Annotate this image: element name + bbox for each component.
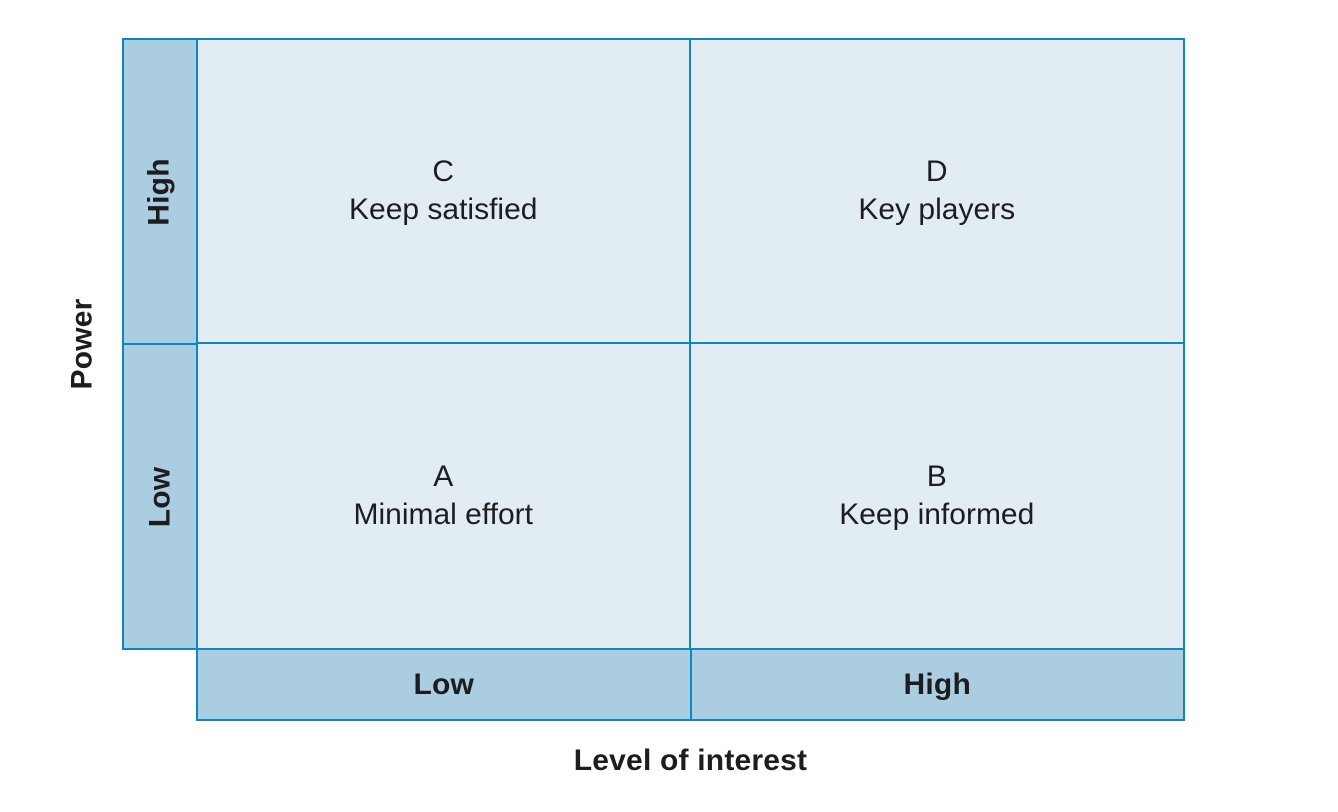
x-axis-label-high: High (903, 667, 971, 701)
quadrant-letter-d: D (925, 155, 948, 188)
x-axis-label-low: Low (198, 650, 692, 719)
quadrant-label-minimal-effort: Minimal effort (353, 498, 533, 531)
x-axis-band: Low High (196, 648, 1185, 721)
quadrant-key-players: D Key players (690, 40, 1183, 344)
y-axis-cell-low: Low (124, 345, 196, 648)
y-axis-title-container: Power (56, 38, 110, 650)
quadrant-keep-informed: B Keep informed (691, 344, 1184, 648)
x-axis-title: Level of interest (573, 744, 808, 777)
y-axis-cell-high: High (124, 40, 196, 345)
quadrant-letter-b: B (926, 460, 947, 493)
quadrant-label-keep-satisfied: Keep satisfied (349, 193, 538, 226)
quadrant-label-keep-informed: Keep informed (839, 498, 1035, 531)
quadrant-minimal-effort: A Minimal effort (198, 344, 691, 648)
y-axis-band: High Low (122, 38, 198, 650)
y-axis-label-high: High (142, 157, 176, 226)
quadrant-letter-c: C (432, 155, 455, 188)
y-axis-label-low: Low (143, 466, 176, 527)
quadrant-keep-satisfied: C Keep satisfied (198, 40, 691, 344)
quadrant-letter-a: A (433, 460, 454, 493)
quadrant-grid: C Keep satisfied D Key players A Minimal… (196, 38, 1185, 650)
quadrant-label-key-players: Key players (858, 193, 1016, 226)
y-axis-title: Power (66, 298, 99, 390)
